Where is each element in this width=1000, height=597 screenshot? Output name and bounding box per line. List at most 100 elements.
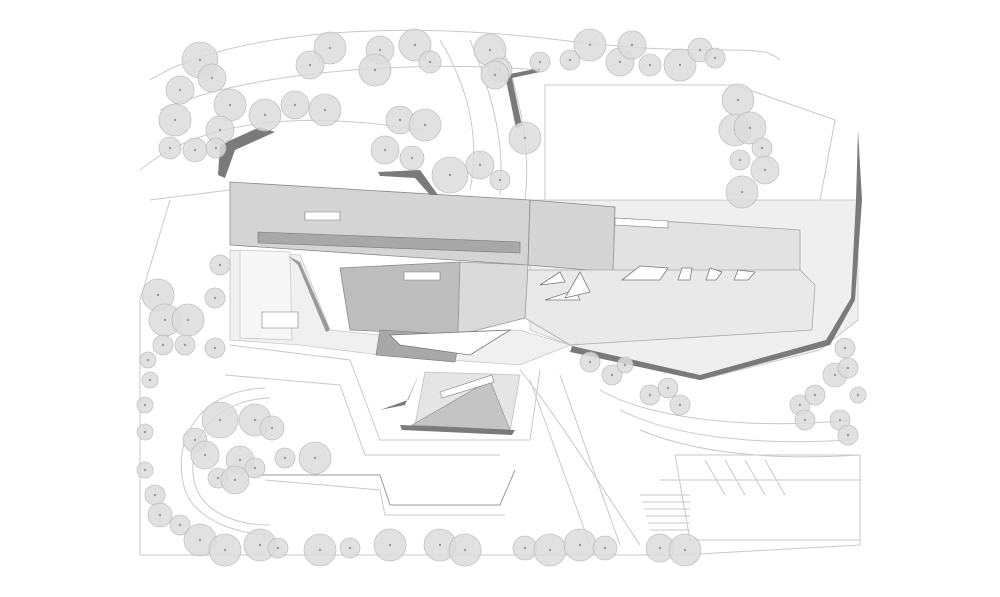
tree-trunk-mark	[198, 538, 202, 542]
tree-trunk-mark	[488, 48, 492, 52]
tree-trunk-mark	[423, 123, 427, 127]
skylights	[539, 265, 756, 301]
tree-trunk-mark	[308, 63, 312, 67]
tree-trunk-mark	[798, 403, 802, 407]
tree-trunk-mark	[618, 60, 622, 64]
main-building	[229, 181, 816, 363]
tree-trunk-mark	[398, 118, 402, 122]
tree-trunk-mark	[153, 493, 157, 497]
tree-trunk-mark	[276, 546, 280, 550]
tree-trunk-mark	[238, 458, 242, 462]
tree-trunk-mark	[523, 546, 527, 550]
tree-trunk-mark	[186, 318, 190, 322]
tree-trunk-mark	[233, 478, 237, 482]
tree-trunk-mark	[183, 343, 187, 347]
tree-trunk-mark	[548, 548, 552, 552]
tree-trunk-mark	[143, 468, 147, 472]
tree-trunk-mark	[738, 158, 742, 162]
tree-trunk-mark	[578, 543, 582, 547]
tree-trunk-mark	[148, 378, 152, 382]
tree-trunk-mark	[838, 418, 842, 422]
tree-trunk-mark	[143, 403, 147, 407]
tree-trunk-mark	[283, 456, 287, 460]
tree-trunk-mark	[373, 68, 377, 72]
tree-trunk-mark	[760, 146, 764, 150]
tree-trunk-mark	[603, 546, 607, 550]
tree-trunk-mark	[463, 548, 467, 552]
tree-trunk-mark	[214, 146, 218, 150]
tree-trunk-mark	[313, 456, 317, 460]
tree-trunk-mark	[410, 156, 414, 160]
tree-trunk-mark	[498, 178, 502, 182]
tree-trunk-mark	[678, 403, 682, 407]
tree-trunk-mark	[378, 48, 382, 52]
tree-trunk-mark	[523, 136, 527, 140]
tree-trunk-mark	[218, 263, 222, 267]
tree-trunk-mark	[846, 433, 850, 437]
tree-trunk-mark	[328, 46, 332, 50]
tree-trunk-mark	[388, 543, 392, 547]
tree-trunk-mark	[813, 393, 817, 397]
tree-trunk-mark	[318, 548, 322, 552]
tree-trunk-mark	[156, 293, 160, 297]
tree-trunk-mark	[216, 476, 220, 480]
lower-pavilion	[380, 372, 515, 435]
tree-trunk-mark	[748, 126, 752, 130]
tree-trunk-mark	[763, 168, 767, 172]
tree-trunk-mark	[263, 113, 267, 117]
tree-trunk-mark	[736, 98, 740, 102]
tree-trunk-mark	[856, 393, 860, 397]
tree-trunk-mark	[438, 543, 442, 547]
tree-trunk-mark	[158, 513, 162, 517]
tree-trunk-mark	[193, 438, 197, 442]
tree-trunk-mark	[846, 366, 850, 370]
tree-trunk-mark	[223, 548, 227, 552]
tree-trunk-mark	[383, 148, 387, 152]
tree-trunk-mark	[568, 58, 572, 62]
tree-trunk-mark	[666, 386, 670, 390]
tree-trunk-mark	[173, 118, 177, 122]
tree-trunk-mark	[348, 546, 352, 550]
tree-trunk-mark	[538, 60, 542, 64]
tree-trunk-mark	[493, 73, 497, 77]
tree-trunk-mark	[228, 103, 232, 107]
tree-trunk-mark	[610, 373, 614, 377]
tree-trunk-mark	[478, 163, 482, 167]
tree-canopies	[136, 28, 867, 567]
tree-trunk-mark	[270, 426, 274, 430]
site-walls	[218, 68, 862, 380]
tree-trunk-mark	[678, 63, 682, 67]
tree-trunk-mark	[168, 146, 172, 150]
tree-trunk-mark	[843, 346, 847, 350]
tree-trunk-mark	[143, 430, 147, 434]
tree-trunk-mark	[833, 373, 837, 377]
tree-trunk-mark	[203, 453, 207, 457]
tree-trunk-mark	[323, 108, 327, 112]
tree-trunk-mark	[630, 43, 634, 47]
tree-trunk-mark	[253, 418, 257, 422]
tree-trunk-mark	[803, 418, 807, 422]
tree-trunk-mark	[623, 363, 627, 367]
tree-trunk-mark	[293, 103, 297, 107]
tree-trunk-mark	[448, 173, 452, 177]
tree-trunk-mark	[253, 466, 257, 470]
tree-trunk-mark	[193, 148, 197, 152]
tree-trunk-mark	[178, 523, 182, 527]
tree-trunk-mark	[428, 60, 432, 64]
tree-trunk-mark	[213, 346, 217, 350]
tree-trunk-mark	[648, 63, 652, 67]
tree-trunk-mark	[198, 58, 202, 62]
tree-trunk-mark	[588, 360, 592, 364]
tree-trunk-mark	[648, 393, 652, 397]
tree-trunk-mark	[413, 43, 417, 47]
tree-trunk-mark	[146, 358, 150, 362]
tree-trunk-mark	[698, 48, 702, 52]
tree-trunk-mark	[210, 76, 214, 80]
tree-trunk-mark	[178, 88, 182, 92]
tree-trunk-mark	[161, 343, 165, 347]
tree-trunk-mark	[683, 548, 687, 552]
tree-trunk-mark	[218, 128, 222, 132]
tree-trunk-mark	[258, 543, 262, 547]
tree-trunk-mark	[163, 318, 167, 322]
